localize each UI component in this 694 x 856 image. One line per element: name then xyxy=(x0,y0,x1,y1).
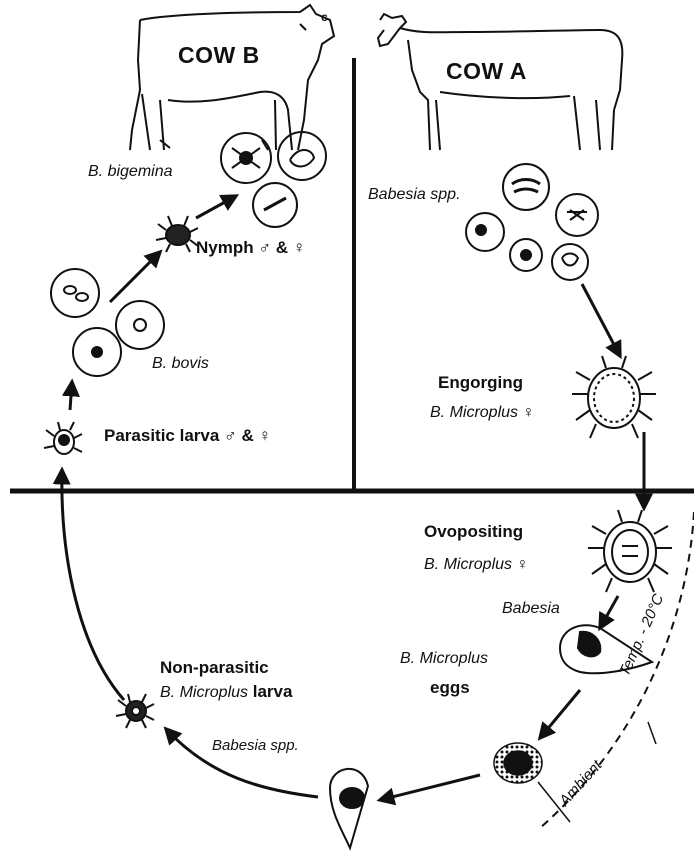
cow-b-corner-mark: c xyxy=(321,10,328,24)
non-parasitic-larva-word: larva xyxy=(248,682,292,701)
babesia-spp-bottom-label: Babesia spp. xyxy=(212,737,299,754)
babesia-spp-top-label: Babesia spp. xyxy=(368,186,461,204)
nymph-tick xyxy=(156,216,198,252)
b-microplus-eggs-label: B. Microplus xyxy=(400,650,488,668)
babesia-label: Babesia xyxy=(502,600,560,618)
ovopositing-label: Ovopositing xyxy=(424,522,523,542)
non-parasitic-label: Non-parasitic xyxy=(160,658,269,678)
b-microplus-ovopositing-label: B. Microplus ♀ xyxy=(424,556,528,574)
nymph-label: Nymph ♂ & ♀ xyxy=(196,238,306,258)
engorging-tick xyxy=(572,356,656,438)
bigemina-blood-cells xyxy=(221,132,326,227)
cow-a-title: COW A xyxy=(446,58,527,85)
engorging-label: Engorging xyxy=(438,373,523,393)
parasitic-larva-tick xyxy=(44,422,82,454)
cow-b-illustration xyxy=(130,5,334,150)
babesia-blood-cells-cow-a xyxy=(466,164,598,280)
ovopositing-tick xyxy=(588,510,672,592)
b-microplus-engorging-label: B. Microplus ♀ xyxy=(430,404,534,422)
babesia-spp-egg-bottom xyxy=(330,769,368,848)
eggs-cluster xyxy=(494,743,542,783)
non-parasitic-larva-label: B. Microplus larva xyxy=(160,682,292,702)
b-bigemina-label: B. bigemina xyxy=(88,163,173,181)
b-bovis-label: B. bovis xyxy=(152,355,209,373)
bovis-blood-cells xyxy=(51,269,164,376)
cow-b-title: COW B xyxy=(178,42,260,69)
non-parasitic-species: B. Microplus xyxy=(160,684,248,701)
temp-tick xyxy=(648,722,656,744)
parasitic-larva-label: Parasitic larva ♂ & ♀ xyxy=(104,426,271,446)
eggs-label: eggs xyxy=(430,678,470,698)
